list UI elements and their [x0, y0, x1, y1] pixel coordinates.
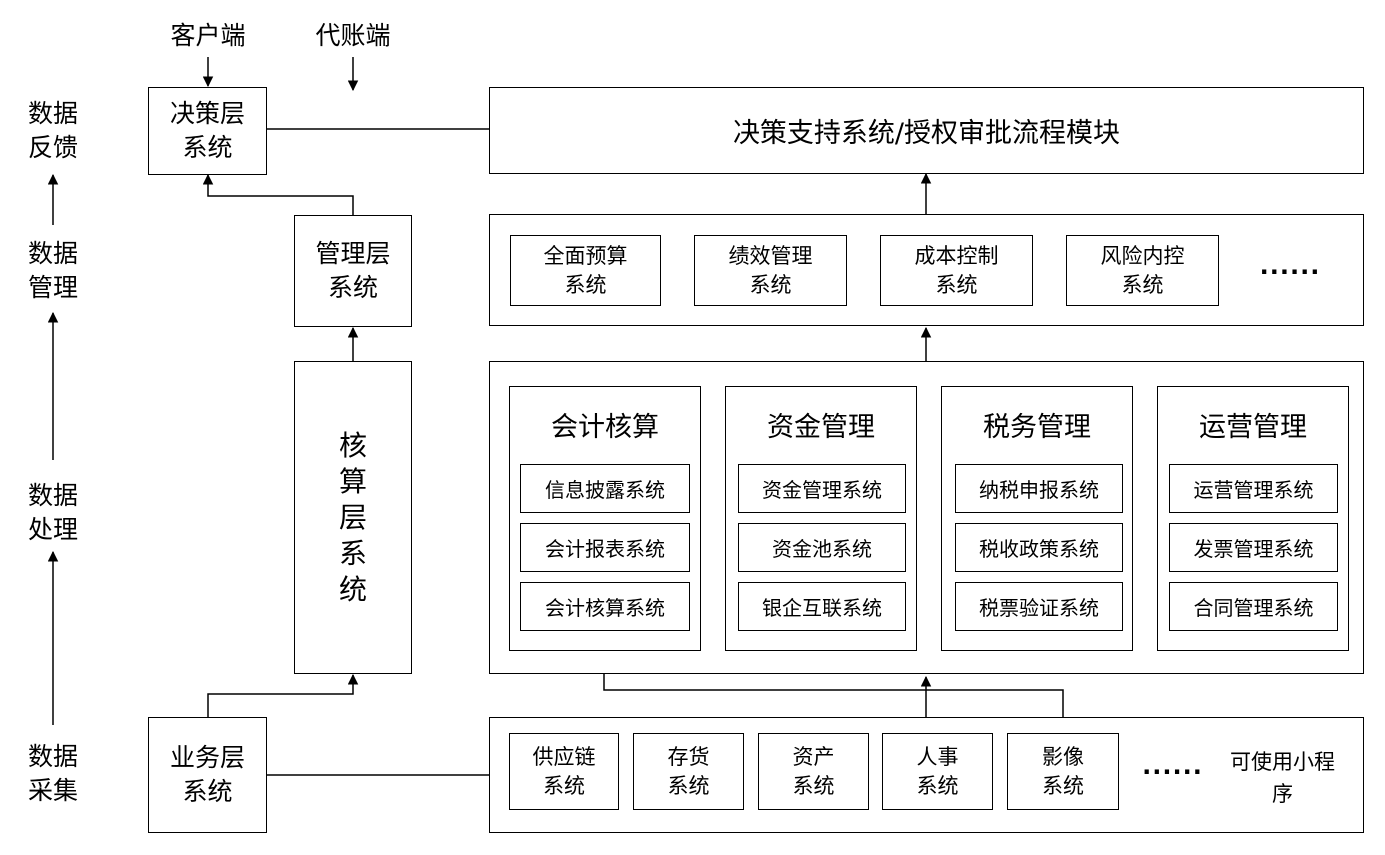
accounting-group-title: 会计核算 — [551, 412, 659, 443]
business-to-accounting-arrow — [207, 673, 359, 717]
accounting-item: 运营管理系统 — [1169, 464, 1338, 513]
accounting-group-title: 税务管理 — [983, 412, 1091, 443]
business-system-assets: 资产系统 — [758, 733, 869, 810]
accounting-item: 资金管理系统 — [738, 464, 906, 513]
accounting-group-operations: 运营管理 运营管理系统 发票管理系统 合同管理系统 — [1157, 386, 1349, 651]
stage-management: 数据管理 — [27, 239, 78, 302]
accounting-item: 会计报表系统 — [520, 523, 690, 572]
management-layer-label: 管理层系统 — [315, 239, 391, 302]
management-ellipsis: ...... — [1259, 252, 1321, 280]
business-system-hr: 人事系统 — [882, 733, 993, 810]
accounting-item: 税票验证系统 — [955, 582, 1123, 631]
accounting-group-tax: 税务管理 纳税申报系统 税收政策系统 税票验证系统 — [941, 386, 1133, 651]
management-system-cost-control: 成本控制系统 — [880, 235, 1033, 306]
accounting-item: 银企互联系统 — [738, 582, 906, 631]
stage-processing: 数据处理 — [27, 481, 78, 544]
accounting-group-title: 运营管理 — [1199, 412, 1307, 443]
accounting-item: 合同管理系统 — [1169, 582, 1338, 631]
management-to-decision-arrow — [202, 173, 354, 215]
accounting-item: 资金池系统 — [738, 523, 906, 572]
accounting-item: 税收政策系统 — [955, 523, 1123, 572]
decision-module-box: 决策支持系统/授权审批流程模块 — [489, 87, 1364, 174]
business-system-supply-chain: 供应链系统 — [509, 733, 619, 810]
management-system-budget: 全面预算系统 — [510, 235, 661, 306]
management-layer-box: 管理层系统 — [294, 215, 412, 327]
accounting-item: 会计核算系统 — [520, 582, 690, 631]
accounting-item: 发票管理系统 — [1169, 523, 1338, 572]
management-system-performance: 绩效管理系统 — [694, 235, 847, 306]
decision-layer-box: 决策层系统 — [148, 87, 267, 175]
mini-program-label: 可使用小程序 — [1230, 750, 1335, 806]
accounting-layer-label: 核算层系统 — [338, 428, 367, 606]
business-layer-box: 业务层系统 — [148, 717, 267, 833]
business-layer-label: 业务层系统 — [169, 743, 245, 806]
stage-collection: 数据采集 — [27, 742, 78, 805]
business-ellipsis: ...... — [1142, 752, 1203, 780]
accounting-group-fund: 资金管理 资金管理系统 资金池系统 银企互联系统 — [725, 386, 917, 651]
decision-layer-label: 决策层系统 — [169, 99, 245, 162]
agent-label: 代账端 — [315, 21, 391, 50]
management-system-risk-control: 风险内控系统 — [1066, 235, 1219, 306]
accounting-group-title: 资金管理 — [767, 412, 875, 443]
accounting-group-accounting: 会计核算 信息披露系统 会计报表系统 会计核算系统 — [509, 386, 701, 651]
business-system-inventory: 存货系统 — [633, 733, 744, 810]
accounting-item: 信息披露系统 — [520, 464, 690, 513]
stage-feedback: 数据反馈 — [27, 99, 78, 162]
accounting-item: 纳税申报系统 — [955, 464, 1123, 513]
decision-module-label: 决策支持系统/授权审批流程模块 — [732, 118, 1121, 149]
business-system-image: 影像系统 — [1007, 733, 1119, 810]
accounting-layer-box: 核算层系统 — [294, 361, 412, 674]
client-label: 客户端 — [170, 21, 246, 50]
